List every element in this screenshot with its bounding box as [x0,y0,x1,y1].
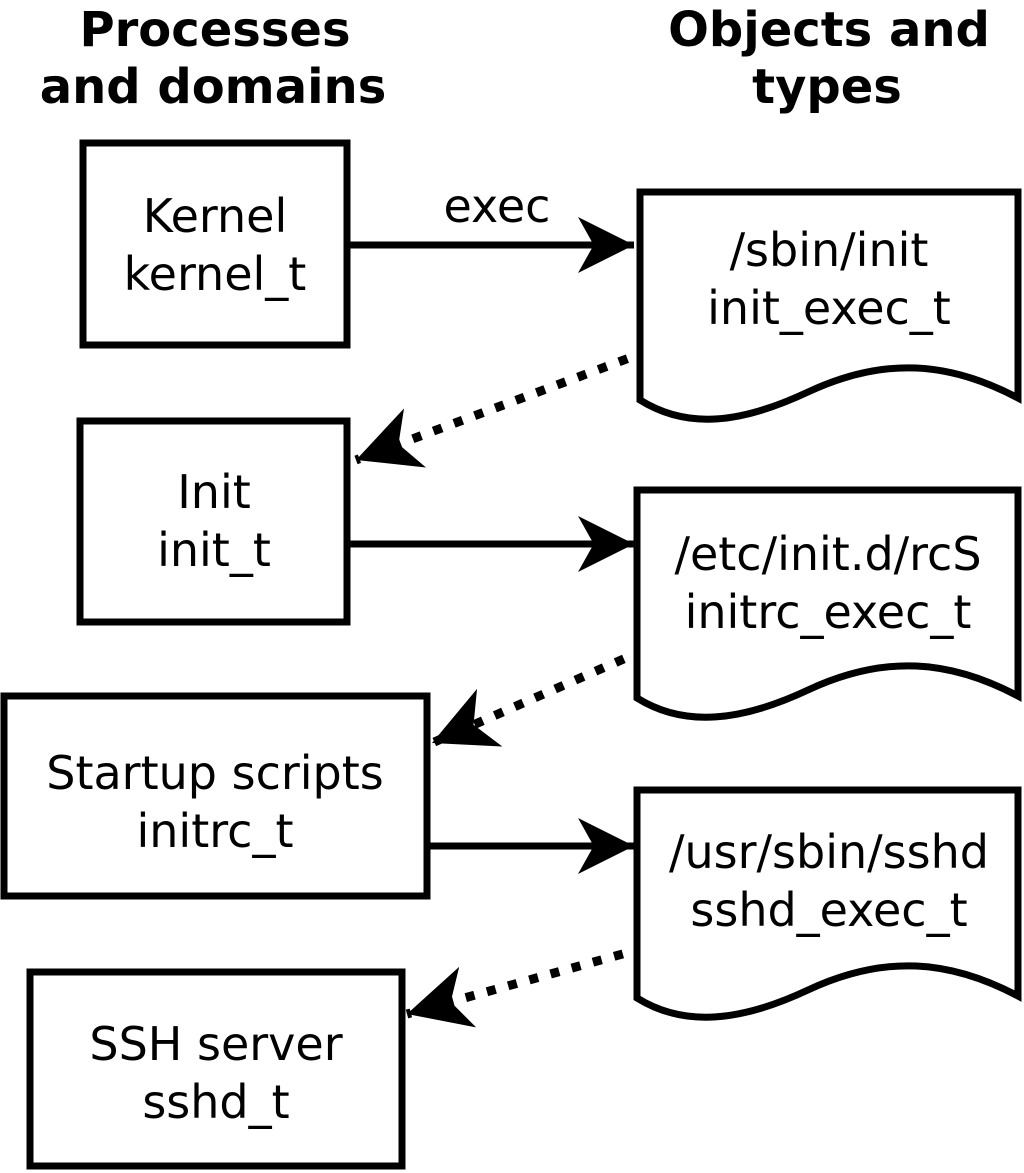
object-documents: /sbin/init init_exec_t /etc/init.d/rcS i… [633,188,1022,1021]
process-box-init-name: Init [177,465,251,519]
process-box-ssh-server [26,968,406,1170]
column-headers: Processes and domains Objects and types [40,2,990,115]
transition-arrow-rcs-to-initrc [430,645,646,748]
object-doc-usr-sbin-sshd [633,786,1022,1021]
process-box-startup-scripts-type: initrc_t [137,804,294,858]
process-box-ssh-server-type: sshd_t [142,1075,289,1129]
object-doc-etc-initd-rcs-path: /etc/init.d/rcS [674,527,981,581]
left-column-header-line2: and domains [40,59,387,115]
object-doc-etc-initd-rcs [633,486,1022,721]
process-box-startup-scripts-name: Startup scripts [46,746,384,800]
process-box-init [76,417,351,626]
object-doc-usr-sbin-sshd-path: /usr/sbin/sshd [669,825,989,879]
process-box-init-type: init_t [157,523,271,577]
process-box-kernel [79,139,351,349]
process-box-kernel-name: Kernel [143,189,288,243]
process-box-startup-scripts [0,692,431,900]
object-doc-sbin-init [636,188,1022,423]
transition-arrows [354,346,650,1028]
transition-arrow-sshdexec-to-sshd [405,943,646,1028]
right-column-header-line1: Objects and [668,2,990,58]
transition-arrow-sbininit-to-init [354,346,650,468]
object-doc-usr-sbin-sshd-type: sshd_exec_t [690,883,967,937]
object-doc-etc-initd-rcs-type: initrc_exec_t [685,585,972,639]
process-boxes: Kernel kernel_t Init init_t Startup scri… [0,139,431,1170]
object-doc-sbin-init-type: init_exec_t [707,281,951,335]
exec-arrows: exec [347,179,634,874]
right-column-header-line2: types [752,59,902,115]
object-doc-sbin-init-path: /sbin/init [730,223,929,277]
left-column-header-line1: Processes [79,2,350,58]
exec-arrow-label: exec [444,179,551,233]
process-box-kernel-type: kernel_t [124,247,307,301]
process-box-ssh-server-name: SSH server [89,1017,342,1071]
